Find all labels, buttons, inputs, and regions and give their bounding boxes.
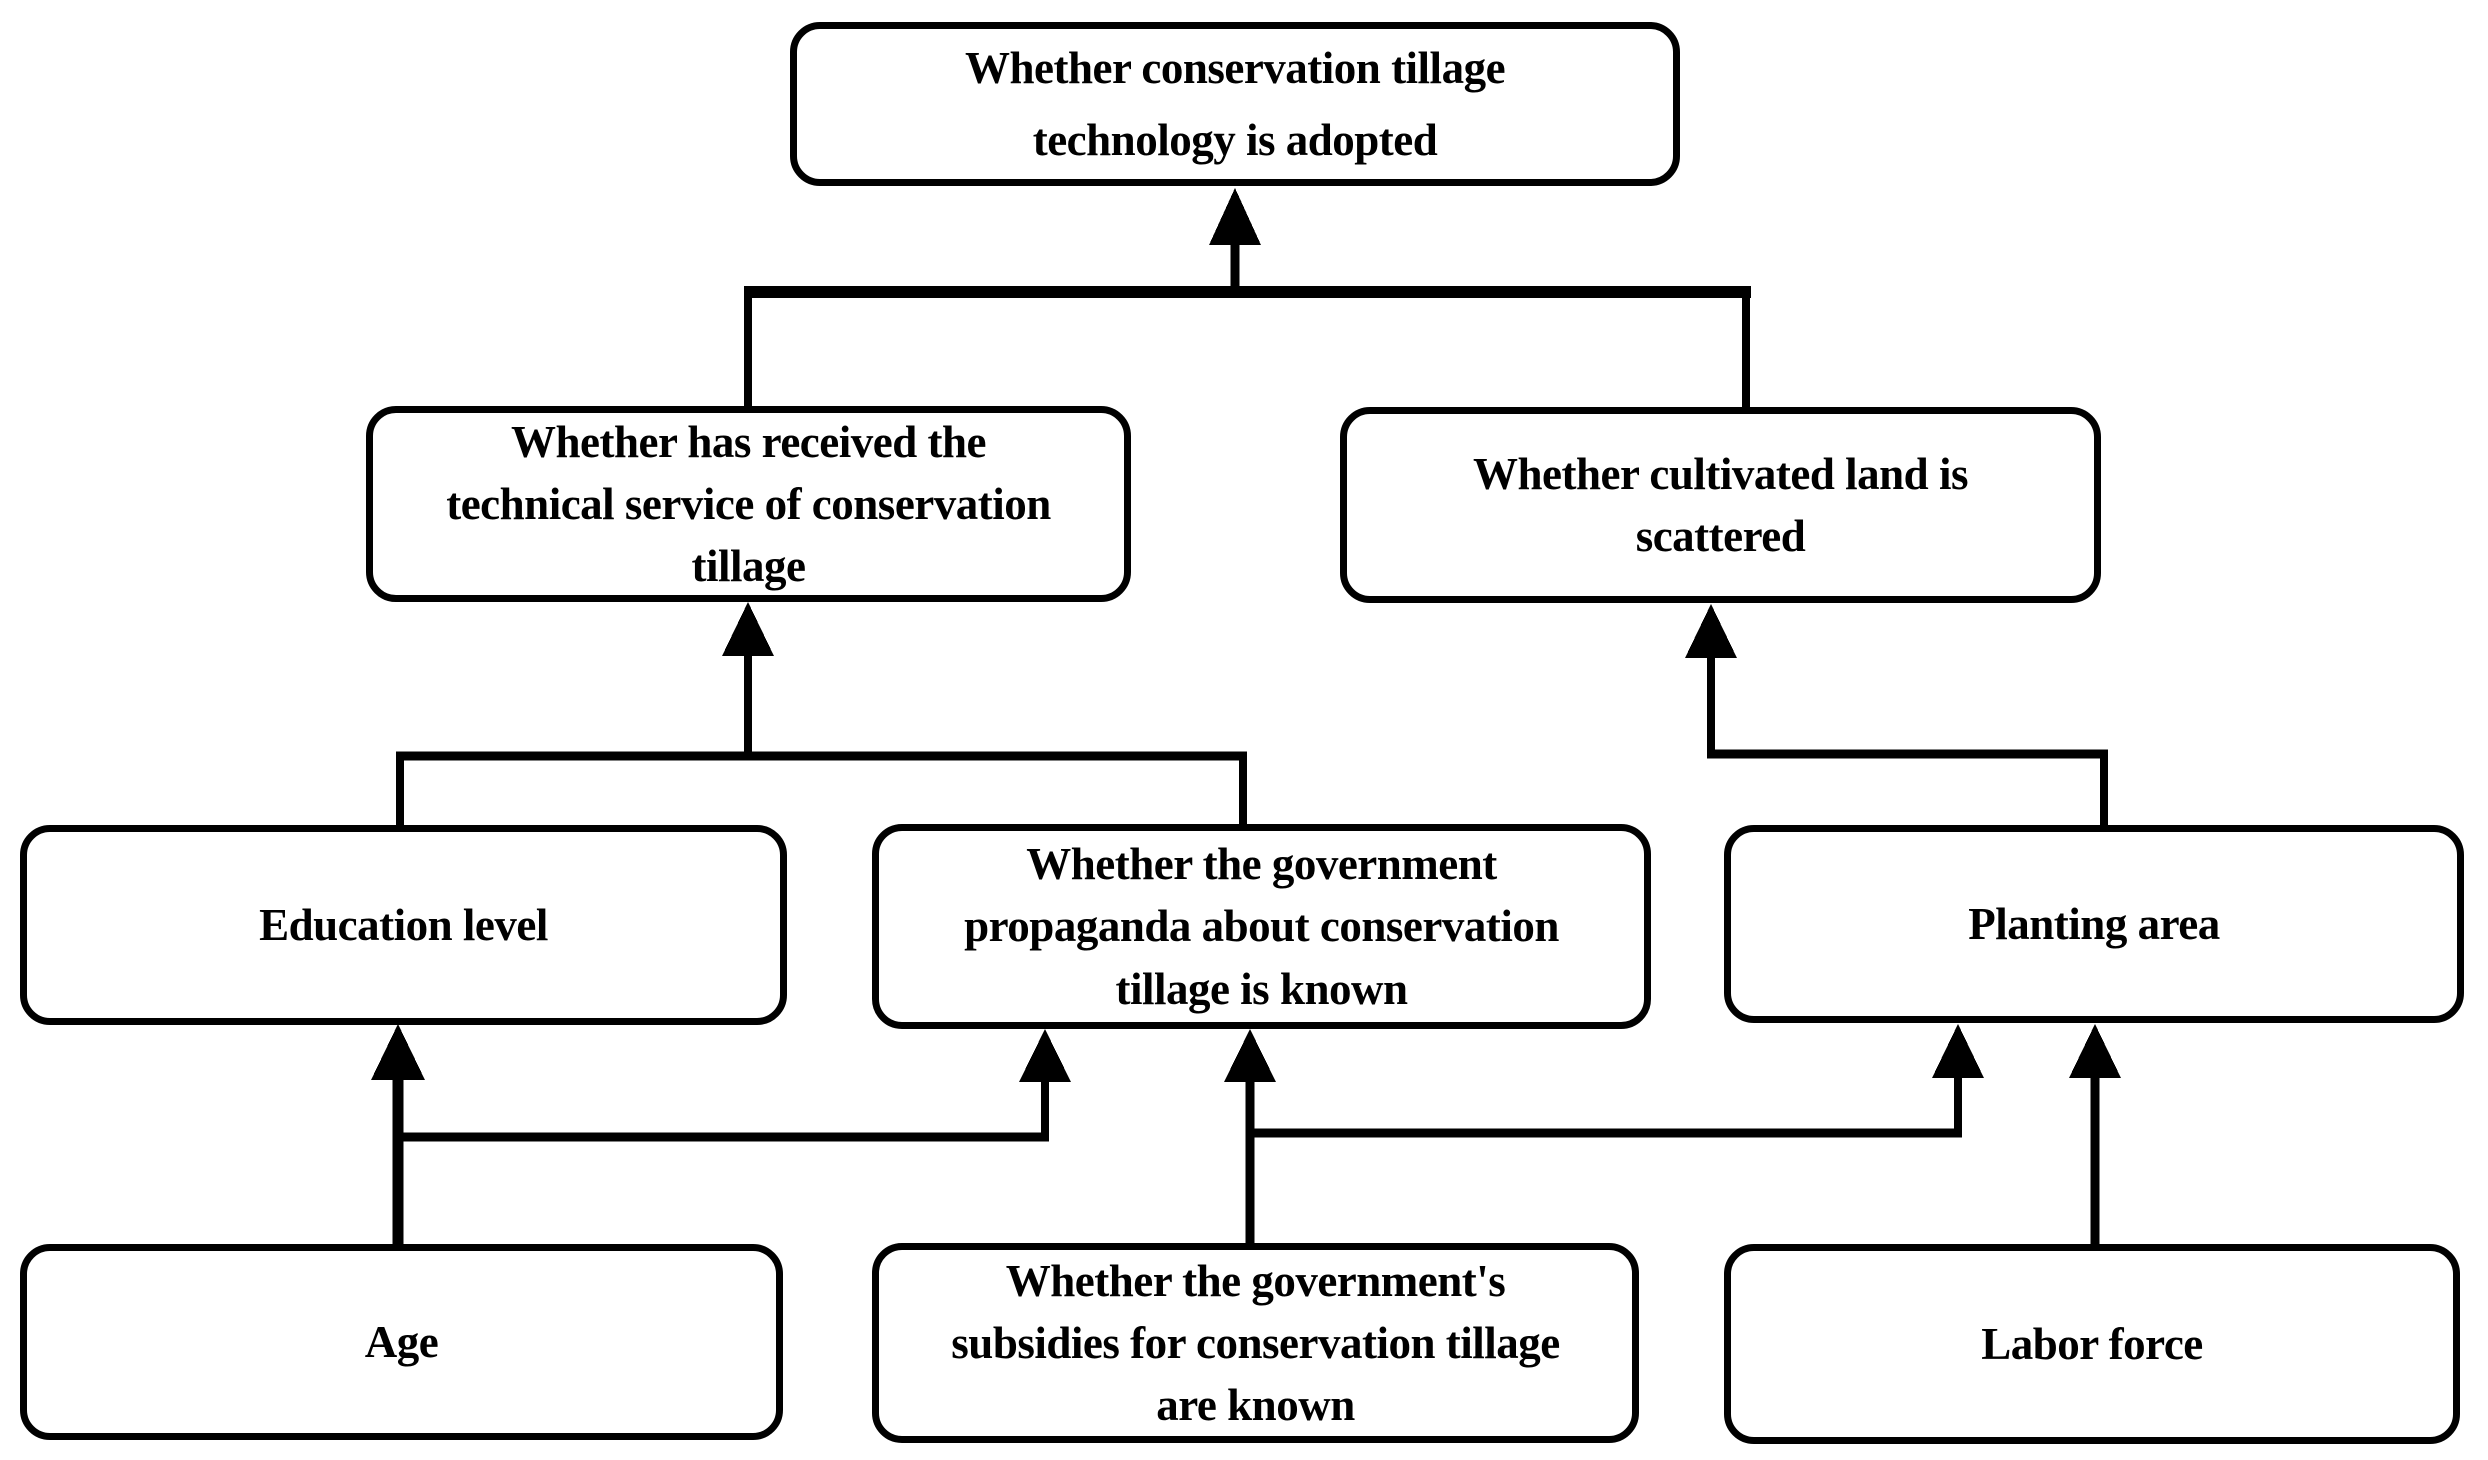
edge-group-from-subsidies <box>1224 1024 1984 1243</box>
node-planting-area: Planting area <box>1724 825 2464 1023</box>
node-technical-service: Whether has received the technical servi… <box>366 406 1131 602</box>
arrowhead-into-education <box>371 1024 425 1080</box>
node-propaganda: Whether the government propaganda about … <box>872 824 1651 1029</box>
node-adopted: Whether conservation tillage technology … <box>790 22 1680 186</box>
node-age: Age <box>20 1244 783 1440</box>
edge-group-labor-force-to-planting-area <box>2069 1024 2121 1244</box>
edge-group-from-age <box>371 1024 1071 1244</box>
node-labor-force: Labor force <box>1724 1244 2460 1444</box>
arrowhead-into-adopted <box>1209 188 1261 245</box>
edge-group-to-technical-service <box>396 602 1247 825</box>
node-land-scattered: Whether cultivated land is scattered <box>1340 407 2101 603</box>
arrowhead-into-propaganda-right <box>1224 1029 1276 1082</box>
arrowhead-into-planting-right <box>2069 1024 2121 1078</box>
edge-group-to-adopted <box>744 188 1751 408</box>
node-subsidies: Whether the government's subsidies for c… <box>872 1243 1639 1443</box>
edge-group-planting-area-to-land-scattered <box>1685 604 2108 825</box>
arrowhead-into-propaganda-left <box>1019 1029 1071 1082</box>
arrowhead-into-land-scattered <box>1685 604 1737 658</box>
arrowhead-into-planting-left <box>1932 1024 1984 1078</box>
arrowhead-into-technical-service <box>722 602 774 656</box>
node-education-level: Education level <box>20 825 787 1025</box>
